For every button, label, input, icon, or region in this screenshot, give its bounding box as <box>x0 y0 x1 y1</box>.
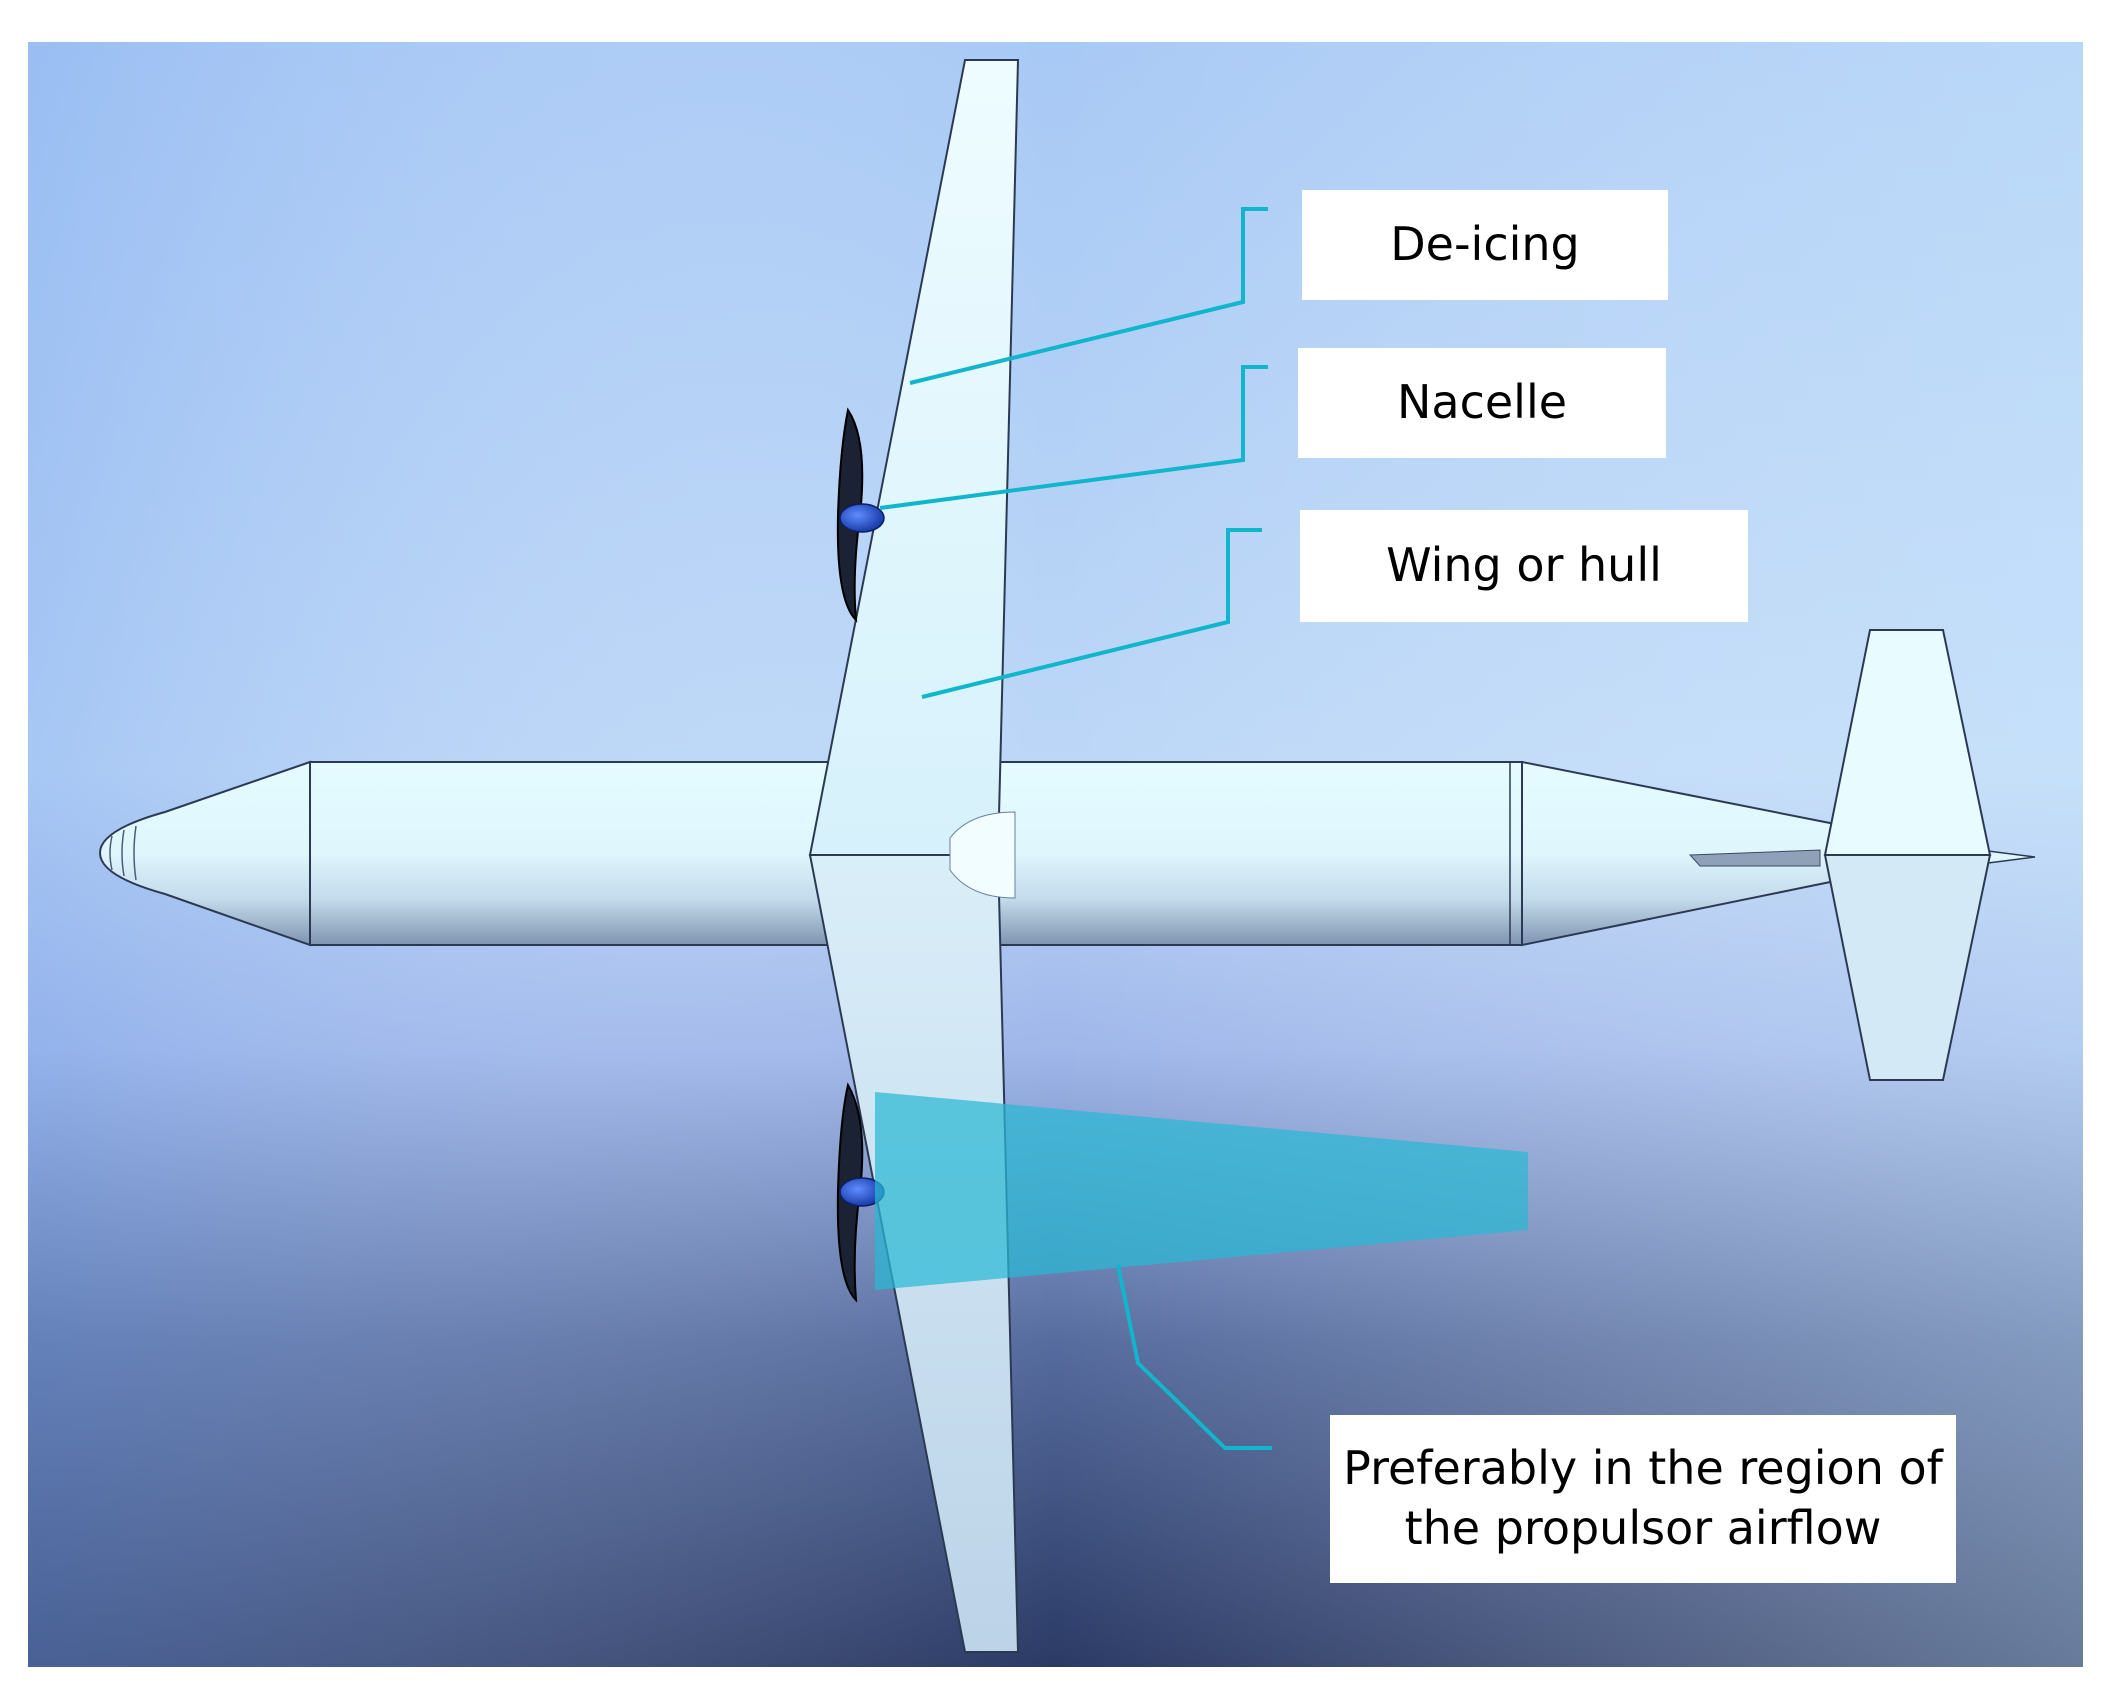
wing-or-hull-callout-line <box>921 528 1262 699</box>
airflow-region-callout-line <box>1116 1264 1272 1450</box>
tail-empennage <box>1823 629 1992 1081</box>
nacelle-callout-line <box>879 365 1268 510</box>
nacelle-label: Nacelle <box>1298 348 1666 458</box>
upper-propeller <box>836 407 885 623</box>
propulsor-airflow-region <box>875 1092 1528 1290</box>
de-icing-label: De-icing <box>1302 190 1668 300</box>
wing-or-hull-label: Wing or hull <box>1300 510 1748 622</box>
lower-propeller <box>836 1082 885 1303</box>
de-icing-callout-line <box>909 207 1268 385</box>
airflow-region-label: Preferably in the region of the propulso… <box>1330 1415 1956 1583</box>
